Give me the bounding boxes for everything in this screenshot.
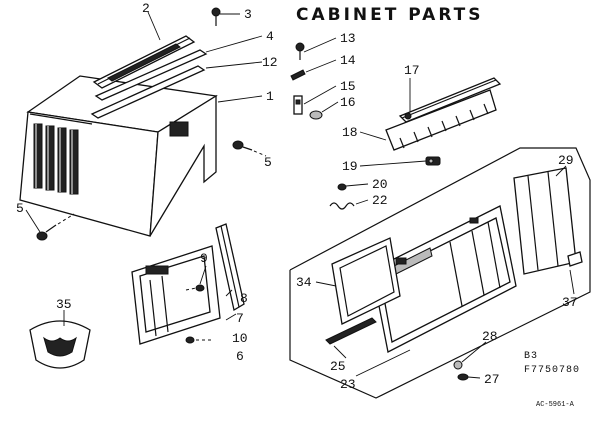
grommet-16 — [309, 110, 323, 120]
clip-15 — [293, 95, 303, 115]
screw-27 — [457, 373, 469, 381]
callout-8: 8 — [240, 291, 248, 306]
connector-19 — [425, 156, 441, 166]
callout-15: 15 — [340, 79, 356, 94]
callout-37: 37 — [562, 295, 578, 310]
callout-12: 12 — [262, 55, 278, 70]
callout-7: 7 — [236, 311, 244, 326]
callout-5-right: 5 — [264, 155, 272, 170]
callout-14: 14 — [340, 53, 356, 68]
callout-34: 34 — [296, 275, 312, 290]
screw-5-right — [232, 140, 253, 151]
callout-25: 25 — [330, 359, 346, 374]
callout-numbers: 2 3 4 12 1 5 5 13 14 15 16 17 18 19 20 2… — [16, 1, 578, 392]
screw-10 — [185, 336, 195, 344]
strip-25 — [325, 317, 377, 345]
callout-13: 13 — [340, 31, 356, 46]
side-panel-assembly — [131, 245, 221, 345]
angle-bracket-8 — [215, 223, 245, 312]
front-frame-outline — [289, 147, 591, 399]
callout-18: 18 — [342, 125, 358, 140]
louver-assembly-18 — [385, 89, 497, 151]
callout-23: 23 — [340, 377, 356, 392]
callout-3: 3 — [244, 7, 252, 22]
louver-17 — [398, 77, 502, 123]
drawing-number: AC-5961-A — [536, 401, 575, 409]
screw-9 — [195, 284, 205, 292]
top-rail — [92, 35, 196, 89]
callout-2: 2 — [142, 1, 150, 16]
diagram-title: CABINET PARTS — [296, 5, 484, 25]
bracket-14 — [290, 69, 306, 81]
callout-10: 10 — [232, 331, 248, 346]
plug-37 — [567, 251, 583, 267]
callout-19: 19 — [342, 159, 358, 174]
filter-34 — [331, 237, 401, 325]
screw-9-path — [185, 287, 197, 291]
callout-5-left: 5 — [16, 201, 24, 216]
model-code: B3 — [524, 351, 538, 362]
cabinet-shell — [19, 75, 218, 237]
callout-35: 35 — [56, 297, 72, 312]
front-panel-23 — [371, 205, 517, 353]
callout-29: 29 — [558, 153, 574, 168]
callout-6: 6 — [236, 349, 244, 364]
screw-3 — [211, 7, 221, 26]
strip-4 — [94, 49, 208, 101]
callout-28: 28 — [482, 329, 498, 344]
callout-9: 9 — [200, 251, 208, 266]
clip-28 — [453, 360, 463, 370]
callout-27: 27 — [484, 372, 500, 387]
knob-35 — [29, 320, 91, 369]
cabinet-louvers — [33, 123, 79, 195]
screw-5-left — [36, 224, 57, 241]
screw-13 — [295, 42, 305, 60]
callout-4: 4 — [266, 29, 274, 44]
part-code: F7750780 — [524, 365, 580, 376]
callout-17: 17 — [404, 63, 420, 78]
callout-1: 1 — [266, 89, 274, 104]
strip-12 — [90, 65, 206, 119]
screw-20 — [337, 183, 347, 191]
leader-lines — [25, 11, 575, 379]
callout-22: 22 — [372, 193, 388, 208]
callout-20: 20 — [372, 177, 388, 192]
callout-16: 16 — [340, 95, 356, 110]
side-panel-29 — [513, 167, 577, 275]
spring-22 — [329, 202, 355, 210]
